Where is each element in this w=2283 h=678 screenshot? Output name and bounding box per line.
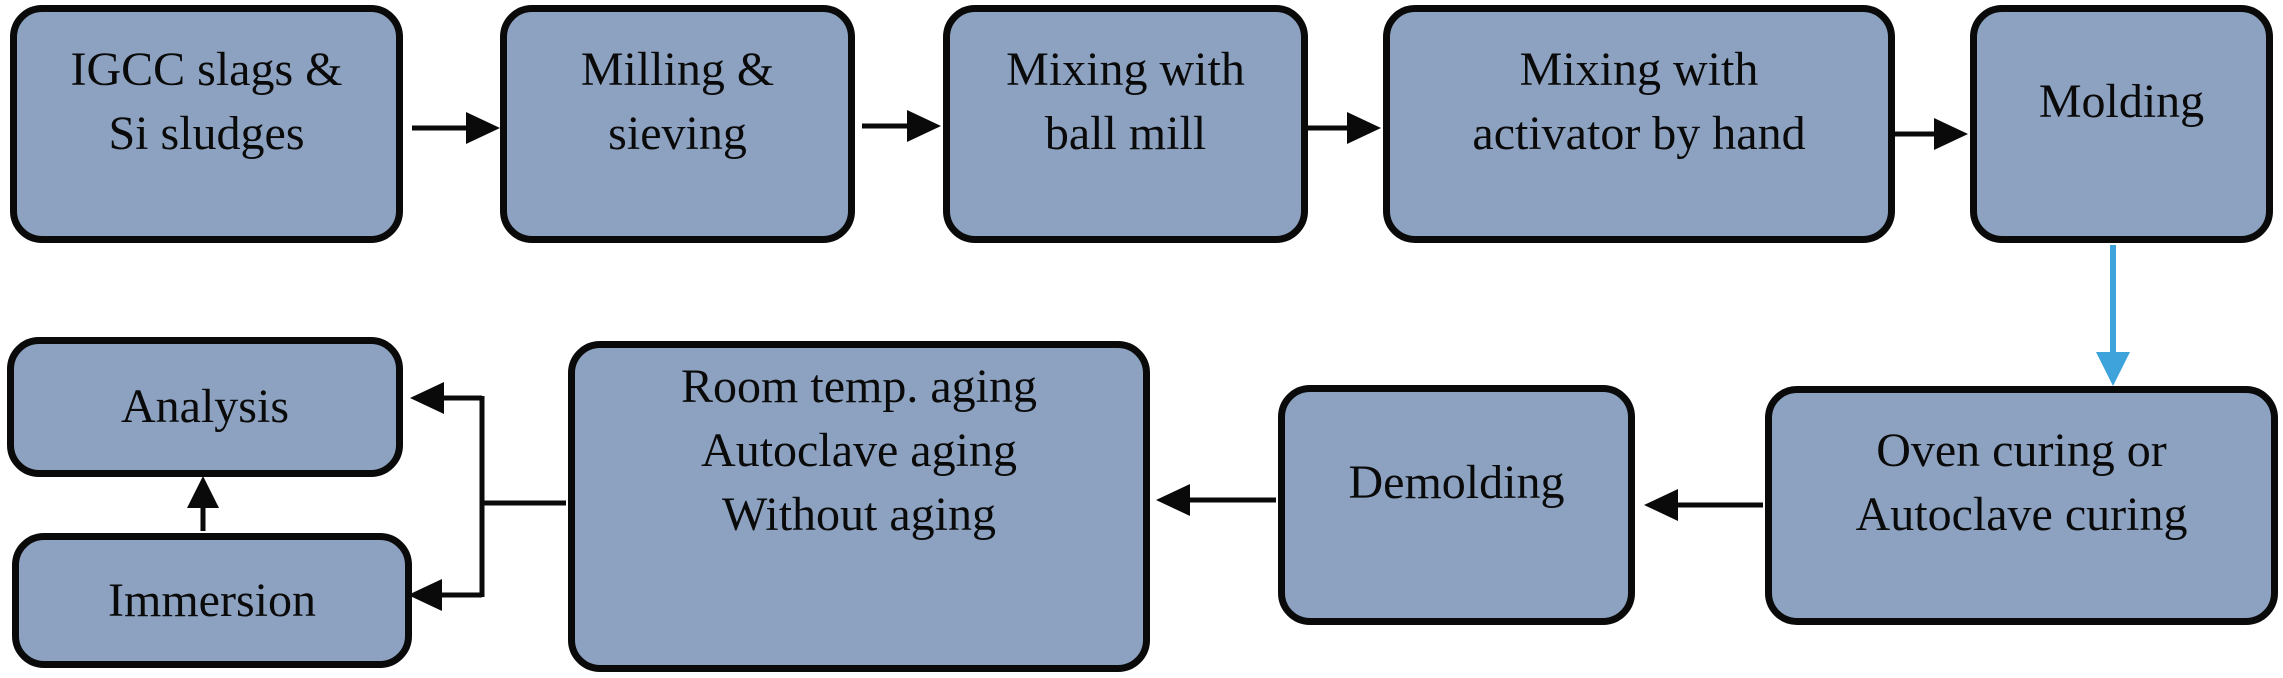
edge-molding-to-curing-blue-arrow [2096,245,2130,386]
edge-aging-branch-connector [479,396,566,597]
node-milling-sieving: Milling & sieving [500,5,855,243]
node-label-line: Mixing with [1006,42,1245,96]
node-demolding: Demolding [1278,385,1635,625]
edge-milling-to-ballmill [862,110,941,142]
edge-demolding-to-aging [1156,484,1276,516]
node-label-line: Oven curing or [1876,424,2167,477]
node-label-line: Analysis [121,380,289,433]
node-label-line: IGCC slags & [70,42,343,96]
node-analysis: Analysis [7,337,403,477]
node-label-line: Milling & [580,42,775,96]
node-mixing-ball-mill: Mixing with ball mill [943,5,1308,243]
node-label-line: Room temp. aging [681,359,1037,413]
edge-immersion-to-analysis [187,476,219,531]
node-molding: Molding [1970,5,2273,243]
node-oven-autoclave-curing: Oven curing or Autoclave curing [1765,386,2278,625]
node-label-line: Si sludges [108,106,305,160]
node-label-line: Demolding [1348,455,1565,509]
node-label-line: Mixing with [1519,42,1759,96]
edge-ballmill-to-activator [1308,112,1381,144]
edge-aging-to-analysis [410,382,482,414]
node-label-line: Molding [2038,74,2205,128]
node-label-line: Autoclave aging [701,423,1017,477]
node-label-line: Without aging [721,487,997,541]
node-immersion: Immersion [12,533,412,668]
node-label-line: Immersion [108,573,316,627]
node-label-line: Autoclave curing [1855,488,2188,541]
node-label-line: sieving [608,106,747,160]
node-mixing-activator: Mixing with activator by hand [1383,5,1895,243]
node-label-line: activator by hand [1472,106,1806,160]
node-igcc-slags: IGCC slags & Si sludges [10,5,403,243]
edge-igcc-to-milling [412,112,500,144]
edge-activator-to-molding [1895,118,1968,150]
node-aging-options: Room temp. aging Autoclave aging Without… [568,341,1150,672]
edge-curing-to-demolding [1644,489,1763,521]
edge-aging-to-immersion [408,579,482,611]
node-label-line: ball mill [1044,106,1207,160]
